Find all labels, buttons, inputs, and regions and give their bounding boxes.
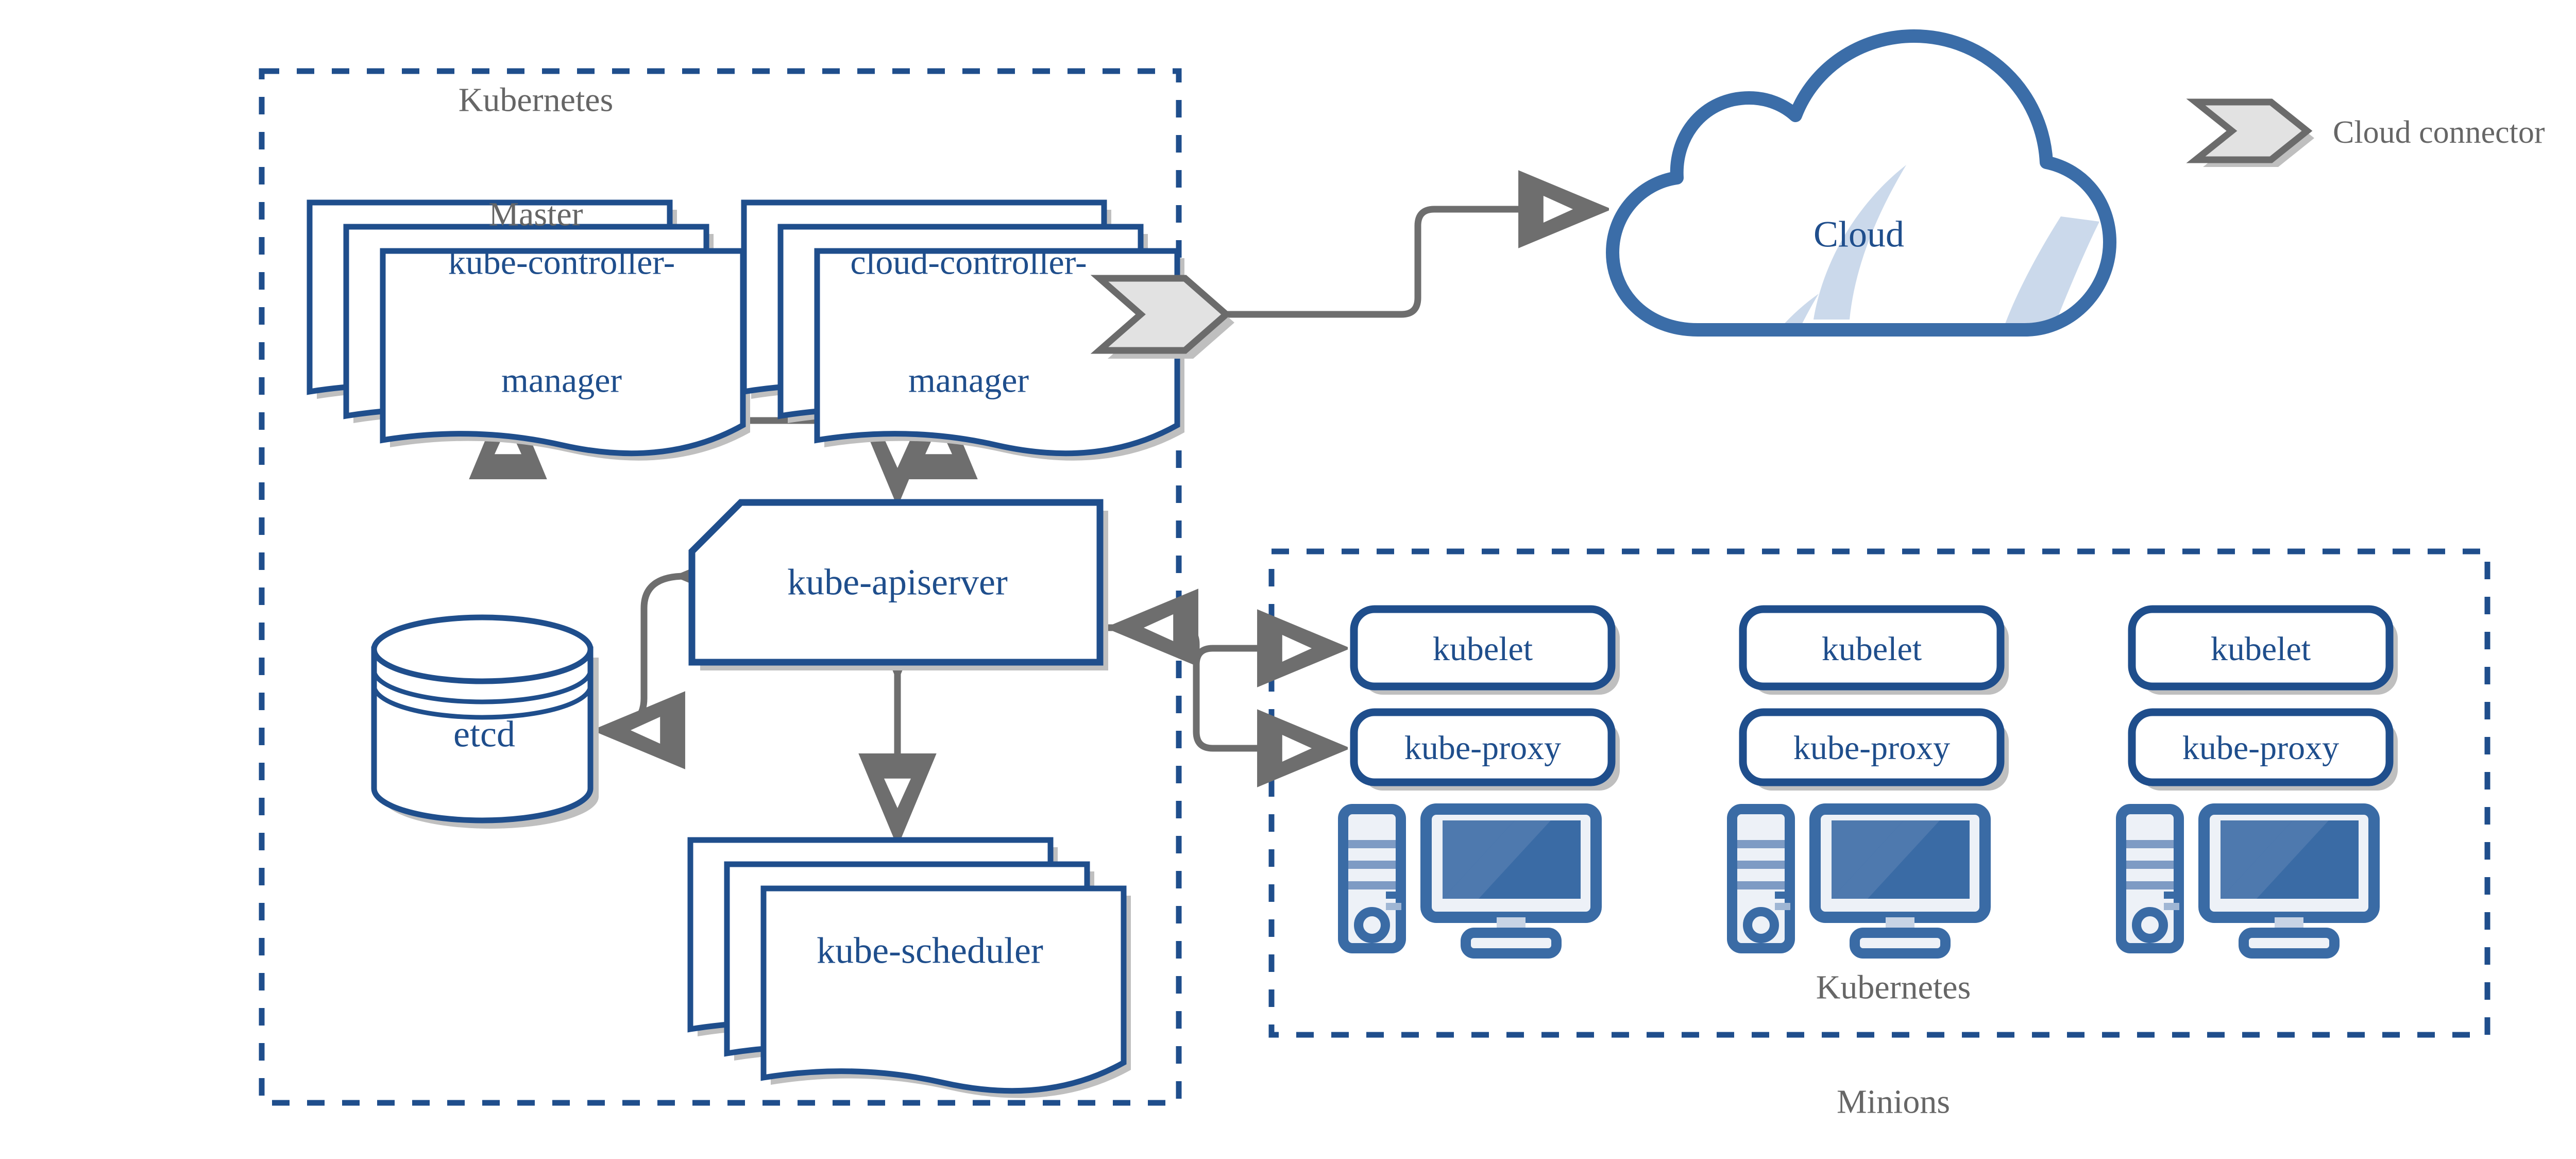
kube-apiserver-node[interactable] [688,499,1108,670]
kube-controller-manager-node[interactable] [307,199,750,461]
kube-scheduler-node[interactable] [687,837,1131,1098]
minion-1-node[interactable] [1338,605,1620,959]
computer-icon-3 [2116,803,2380,959]
cloud-node[interactable] [1597,26,2128,433]
minions-group-border [1268,548,2490,1038]
computer-icon-1 [1338,803,1602,959]
legend-cloud-connector-icon [2186,98,2314,167]
cloud-controller-manager-node[interactable] [741,199,1184,461]
connector-apiserver-to-kubelet [1193,648,1338,665]
minion-3-node[interactable] [2116,605,2398,959]
connector-apiserver-to-etcd [604,576,685,730]
computer-icon-2 [1727,803,1991,959]
minion-2-node[interactable] [1727,605,2009,959]
connector-ccm-to-cloud [1180,209,1600,318]
master-group-border [259,68,1182,1106]
cloud-connector-icon [1090,275,1234,359]
etcd-node[interactable] [371,614,599,829]
